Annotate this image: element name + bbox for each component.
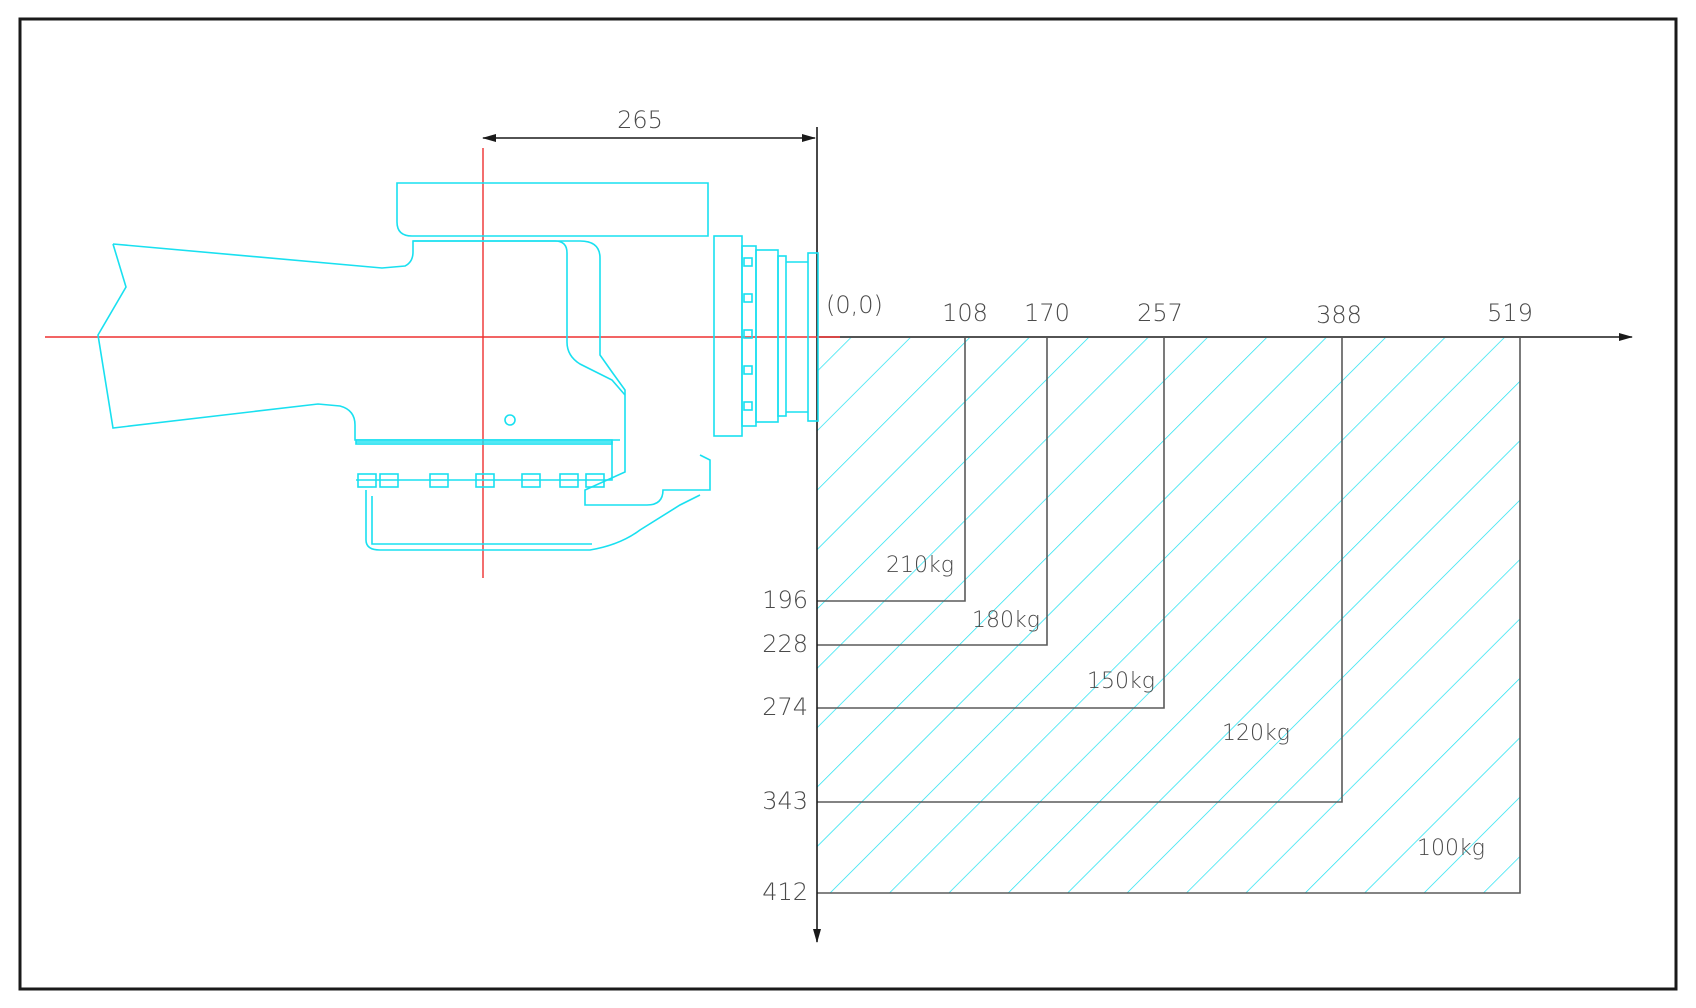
offset-dimension: 265 — [482, 106, 816, 142]
origin-label: (0,0) — [826, 291, 883, 319]
zone-180kg-boundary — [817, 338, 1048, 646]
x-tick-label: 257 — [1137, 299, 1183, 327]
offset-dimension-label: 265 — [617, 106, 663, 134]
x-tick-labels: 108 170 257 388 519 — [942, 299, 1533, 329]
zone-label-150kg: 150kg — [1087, 669, 1155, 694]
zone-100kg-boundary — [817, 338, 1521, 894]
x-tick-label: 519 — [1487, 299, 1533, 327]
x-tick-label: 170 — [1024, 299, 1070, 327]
y-tick-label: 228 — [762, 630, 808, 658]
zone-label-120kg: 120kg — [1222, 721, 1290, 746]
robot-wrist-outline — [97, 182, 819, 551]
x-tick-label: 388 — [1316, 301, 1362, 329]
y-tick-label: 412 — [762, 878, 808, 906]
zone-boundaries — [817, 338, 1521, 894]
zone-labels: 210kg 180kg 150kg 120kg 100kg — [886, 553, 1485, 861]
y-tick-label: 196 — [762, 586, 808, 614]
zone-120kg-boundary — [817, 338, 1343, 803]
zone-label-100kg: 100kg — [1417, 836, 1485, 861]
y-tick-label: 274 — [762, 693, 808, 721]
y-tick-label: 343 — [762, 787, 808, 815]
y-tick-labels: 196 228 274 343 412 — [762, 586, 808, 906]
zone-150kg-boundary — [817, 338, 1165, 709]
zone-label-180kg: 180kg — [972, 608, 1040, 633]
bolt-row — [357, 473, 605, 488]
x-tick-label: 108 — [942, 299, 988, 327]
hatched-load-area — [817, 338, 1520, 893]
zone-210kg-boundary — [817, 338, 966, 602]
drawing-border — [18, 17, 1678, 991]
zone-label-210kg: 210kg — [886, 553, 954, 578]
